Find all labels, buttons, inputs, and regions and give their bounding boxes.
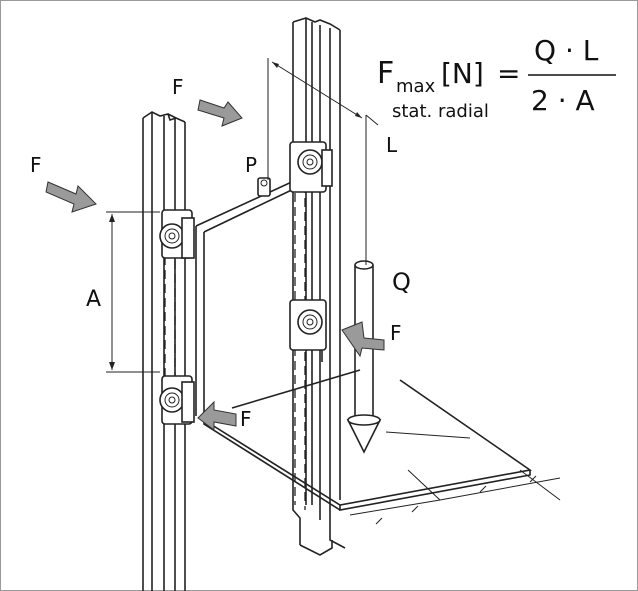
roller-upper-right	[289, 141, 333, 193]
force-label-left: F	[30, 153, 42, 177]
spacing-label: A	[86, 287, 101, 312]
formula-lhs: F	[377, 56, 394, 91]
left-rail	[142, 111, 186, 591]
force-label-right: F	[390, 321, 402, 345]
roller-lower-right	[289, 299, 327, 351]
formula-numerator: Q · L	[534, 34, 599, 67]
right-rail	[292, 17, 346, 556]
force-arrow-right	[341, 321, 385, 358]
force-arrow-left	[45, 181, 97, 213]
roller-upper-left	[159, 209, 195, 259]
load-label: Q	[392, 268, 411, 296]
formula: F max [N] = Q · L 2 · A stat. radial	[377, 34, 616, 122]
force-arrow-top	[197, 99, 243, 127]
force-label-bottom: F	[240, 407, 252, 431]
formula-unit: [N]	[441, 57, 484, 90]
dimension-lines	[106, 58, 561, 525]
formula-equals: =	[497, 57, 520, 90]
formula-note: stat. radial	[392, 101, 489, 122]
roller-lower-left	[159, 375, 195, 425]
force-label-top: F	[172, 75, 184, 99]
load-column	[346, 260, 382, 454]
force-arrow-bottom	[197, 400, 237, 431]
formula-lhs-subscript: max	[396, 76, 436, 97]
formula-denominator: 2 · A	[531, 84, 595, 117]
length-label: L	[386, 133, 398, 157]
pin	[257, 177, 271, 197]
pin-label: P	[245, 153, 257, 177]
